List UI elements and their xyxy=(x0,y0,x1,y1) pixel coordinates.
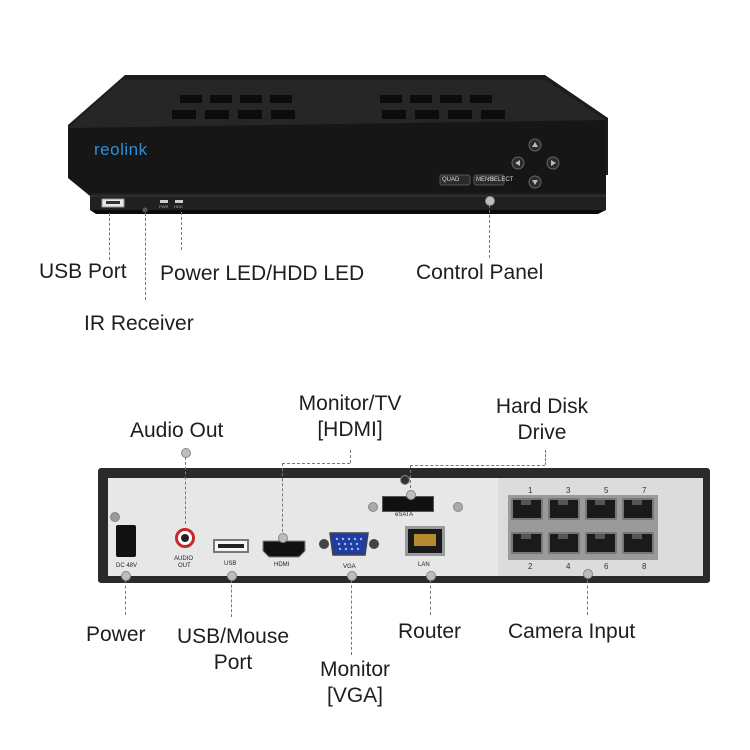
power-leader xyxy=(125,575,126,615)
router-label: Router xyxy=(398,620,462,643)
camera-input-label: Camera Input xyxy=(508,620,636,643)
camera-input-marker xyxy=(583,569,593,579)
camera-port xyxy=(622,532,654,554)
vga-text: VGA xyxy=(343,564,356,570)
lan-text: LAN xyxy=(418,562,430,568)
monitor-hdmi-label-line1: Monitor/TV xyxy=(298,392,402,415)
dc-text: DC 48V xyxy=(116,563,138,569)
audio-text: AUDIO xyxy=(174,556,194,562)
hard-disk-label-line2: Drive xyxy=(517,421,567,444)
rear-usb-tongue xyxy=(218,544,244,548)
select-button-label: SELECT xyxy=(490,177,514,183)
hdmi-leader xyxy=(282,463,283,537)
camera-port-number: 2 xyxy=(528,562,533,571)
quad-button-label: QUAD xyxy=(442,177,460,183)
hdd-marker xyxy=(406,490,416,500)
esata-text: eSATA xyxy=(395,512,414,518)
control-panel-label: Control Panel xyxy=(416,261,544,284)
hdd-leader xyxy=(410,465,411,493)
control-panel-leader xyxy=(489,200,490,258)
hdd-led-label: HDD xyxy=(174,204,183,209)
audio-out-leader xyxy=(185,452,186,524)
screw xyxy=(400,475,410,485)
usb-mouse-label-line2: Port xyxy=(213,651,253,674)
camera-port-number: 7 xyxy=(642,486,647,495)
vga-leader xyxy=(351,575,352,655)
power-led-label: Power LED/HDD LED xyxy=(160,262,365,285)
camera-port-number: 4 xyxy=(566,562,571,571)
audio-out-marker xyxy=(181,448,191,458)
camera-port xyxy=(585,498,617,520)
camera-port-number: 5 xyxy=(604,486,609,495)
lan-port-inner xyxy=(414,534,436,546)
brand-logo: reolink xyxy=(94,140,148,159)
audio-out-jack-center xyxy=(181,534,189,542)
nvr-front-body xyxy=(68,75,608,214)
usb-mouse-label-line1: USB/Mouse xyxy=(176,625,290,648)
router-marker xyxy=(426,571,436,581)
usb-mouse-marker xyxy=(227,571,237,581)
screw xyxy=(368,502,378,512)
usb-text: USB xyxy=(224,561,237,567)
hdmi-text: HDMI xyxy=(274,562,290,568)
router-leader xyxy=(430,575,431,615)
vga-port xyxy=(319,532,379,556)
monitor-hdmi-label-line2: [HDMI] xyxy=(317,418,383,441)
hdmi-leader-top xyxy=(350,450,351,463)
camera-port-number: 1 xyxy=(528,486,533,495)
camera-port xyxy=(622,498,654,520)
power-label: Power xyxy=(86,623,146,646)
camera-port-number: 6 xyxy=(604,562,609,571)
camera-port xyxy=(511,498,543,520)
control-panel-marker xyxy=(485,196,495,206)
camera-input-leader xyxy=(587,575,588,615)
hdmi-marker xyxy=(278,533,288,543)
hard-disk-label-line1: Hard Disk xyxy=(495,395,589,418)
pwr-led-label: PWR xyxy=(159,204,169,209)
usb-port-leader xyxy=(109,213,110,260)
camera-port xyxy=(548,498,580,520)
monitor-vga-label-line1: Monitor xyxy=(319,658,391,681)
dc-jack xyxy=(116,525,136,557)
hdmi-leader-h xyxy=(282,463,350,464)
camera-port xyxy=(585,532,617,554)
usb-port-label: USB Port xyxy=(39,260,127,283)
menu-button-label: MENU xyxy=(476,177,494,183)
audio-out-label: Audio Out xyxy=(130,419,224,442)
camera-port xyxy=(511,532,543,554)
hdmi-port xyxy=(262,540,306,558)
camera-port-number: 8 xyxy=(642,562,647,571)
ir-receiver-label: IR Receiver xyxy=(84,312,194,335)
power-led-leader xyxy=(181,212,182,250)
ir-receiver-leader xyxy=(145,213,146,300)
monitor-vga-label-line2: [VGA] xyxy=(326,684,384,707)
usb-mouse-leader xyxy=(231,575,232,617)
camera-port xyxy=(548,532,580,554)
power-marker xyxy=(121,571,131,581)
vga-marker xyxy=(347,571,357,581)
audio-text-2: OUT xyxy=(178,563,191,569)
camera-port-number: 3 xyxy=(566,486,571,495)
hdd-leader-top xyxy=(545,450,546,465)
screw xyxy=(453,502,463,512)
ground-screw xyxy=(110,512,120,522)
hdd-leader-h xyxy=(410,465,545,466)
